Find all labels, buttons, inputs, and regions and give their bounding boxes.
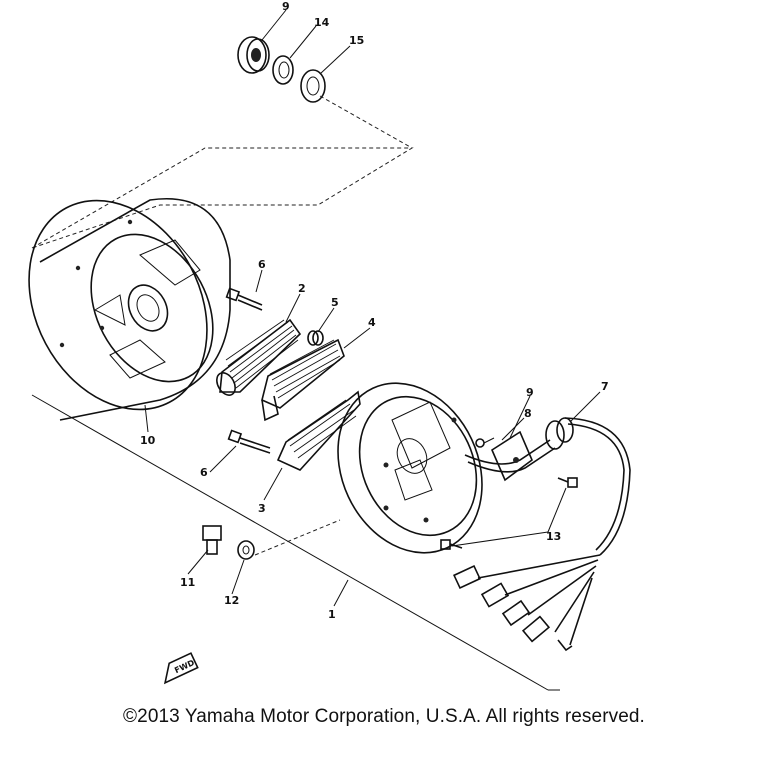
part-label-15: 15 (349, 34, 364, 47)
bolt-11 (202, 525, 222, 555)
screw-9-a (475, 437, 495, 448)
leader-lines (144, 9, 601, 607)
coil-3 (276, 390, 361, 471)
part-label-7: 7 (601, 380, 609, 393)
part-label-6-bottom: 6 (200, 466, 208, 479)
wire-harness-7 (464, 417, 631, 556)
part-label-1: 1 (328, 608, 336, 621)
part-label-5: 5 (331, 296, 339, 309)
part-label-2: 2 (298, 282, 306, 295)
part-label-9-top: 9 (526, 386, 534, 399)
part-label-12: 12 (224, 594, 239, 607)
screw-9-c (440, 539, 463, 550)
part-label-6-top: 6 (258, 258, 266, 271)
washer-15 (300, 69, 326, 103)
part-label-4: 4 (368, 316, 376, 329)
coil-2 (216, 318, 302, 396)
forward-arrow-icon: FWD (163, 652, 199, 685)
screw-6-top (225, 287, 263, 311)
nut-13 (237, 36, 270, 74)
stator-plate-1 (337, 382, 483, 554)
clamp-8 (490, 430, 533, 482)
part-label-11: 11 (180, 576, 195, 589)
flywheel-10 (28, 198, 231, 421)
part-label-13: 9 (282, 0, 290, 13)
screw-9-b (557, 477, 578, 488)
part-label-9-bottom: 13 (546, 530, 561, 543)
coil-4 (261, 338, 345, 422)
copyright-notice: ©2013 Yamaha Motor Corporation, U.S.A. A… (123, 706, 645, 727)
washer-14 (272, 55, 294, 85)
part-labels: 9 14 15 6 2 5 4 7 9 8 10 6 3 13 11 12 1 (140, 0, 609, 621)
spacer-5 (307, 330, 324, 346)
wire-connectors (453, 554, 601, 652)
part-label-10: 10 (140, 434, 156, 447)
part-label-14: 14 (314, 16, 330, 29)
assembly-outline (31, 147, 560, 691)
nut-12 (237, 540, 255, 560)
part-label-8: 8 (524, 407, 532, 420)
exploded-parts-diagram: 9 14 15 6 2 5 4 7 9 8 10 6 3 13 11 12 1 … (28, 0, 631, 691)
screw-6-bottom (227, 429, 271, 454)
part-label-3: 3 (258, 502, 266, 515)
